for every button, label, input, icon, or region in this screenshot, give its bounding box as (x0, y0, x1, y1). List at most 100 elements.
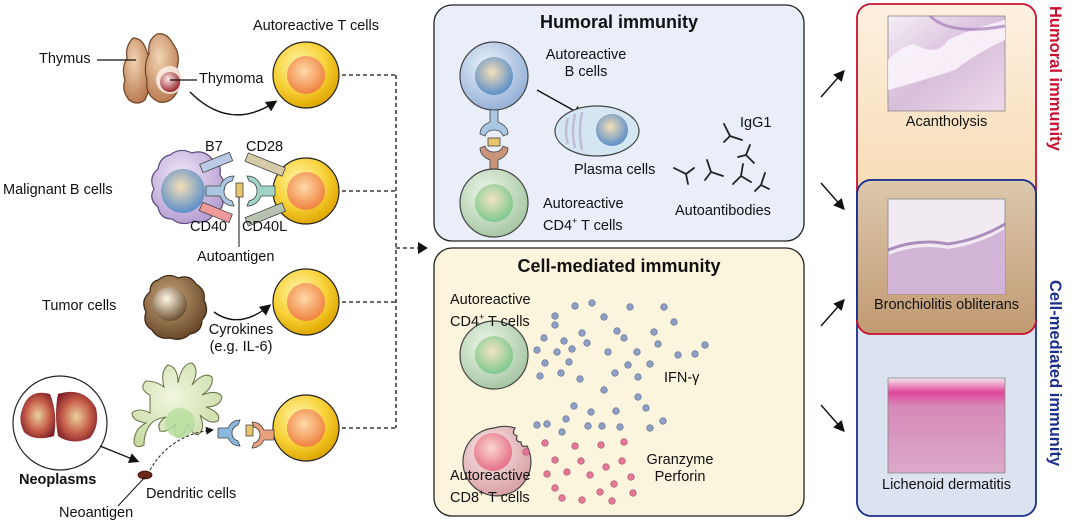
cd28-label: CD28 (246, 139, 284, 155)
b-cells-line1: Autoreactive (545, 47, 627, 63)
ifn-dot (620, 334, 628, 342)
autoreactive-b-cells-label: Autoreactive B cells (536, 47, 636, 81)
dc-tcr-complex (217, 419, 275, 449)
ifn-dot (634, 373, 642, 381)
cd40l-label: CD40L (242, 219, 288, 235)
ifn-gamma-dots (533, 299, 709, 436)
acantholysis-label: Acantholysis (905, 114, 988, 130)
ifn-dot (616, 423, 624, 431)
granzyme-perforin-label: Granzyme Perforin (640, 452, 720, 486)
dashed-connectors (342, 74, 420, 429)
bcr-tcr-complex (479, 109, 509, 173)
t-cell-3 (272, 268, 340, 336)
cd4-sup: + (479, 312, 485, 322)
t-cell-4 (272, 394, 340, 462)
cd4-cellular-line1: Autoreactive (450, 292, 531, 308)
b7-cd28-receptors (199, 151, 286, 177)
ifn-dot (646, 360, 654, 368)
autoreactive-cd4-humoral-label: Autoreactive CD4+ T cells (543, 196, 624, 235)
ifn-dot (654, 340, 662, 348)
ifn-dot (553, 348, 561, 356)
dendritic-cells-label: Dendritic cells (146, 486, 237, 502)
ifn-dot (551, 321, 559, 329)
cd8-sup: + (479, 488, 485, 498)
perforin-text: Perforin (654, 469, 706, 485)
thymoma-arrow (189, 91, 278, 116)
b7-label: B7 (205, 139, 223, 155)
ifn-dot (598, 422, 606, 430)
cd8-line1: Autoreactive (450, 468, 531, 484)
ifn-dot (583, 339, 591, 347)
granzyme-dot (597, 441, 605, 449)
granzyme-dot (577, 457, 585, 465)
autoreactive-t-cells-label: Autoreactive T cells (253, 18, 379, 34)
granzyme-dot (627, 473, 635, 481)
ifn-dot (533, 421, 541, 429)
ifn-dot (613, 327, 621, 335)
cd8-t-cells-text: T cells (484, 489, 530, 506)
granzyme-dot (543, 470, 551, 478)
autoreactive-cd4-cellular-label: Autoreactive CD4+ T cells (450, 292, 531, 331)
granzyme-dot (629, 489, 637, 497)
ifn-dot (587, 408, 595, 416)
granzyme-dot (558, 494, 566, 502)
cd4-cellular-line2: CD4+ T cells (450, 309, 531, 331)
ifn-dot (646, 424, 654, 432)
cd4-humoral-line2: CD4+ T cells (543, 213, 624, 235)
neoplasm-arrow (99, 445, 140, 463)
cd4-sup: + (572, 216, 578, 226)
granzyme-dot (610, 480, 618, 488)
cd4-text: CD4 (450, 313, 480, 330)
granzyme-dot (551, 456, 559, 464)
granzyme-dot (602, 463, 610, 471)
cd8-line2: CD8+ T cells (450, 485, 531, 507)
granzyme-perforin-dots (522, 438, 637, 505)
ifn-dot (578, 329, 586, 337)
ifn-dot (604, 348, 612, 356)
ifn-dot (611, 369, 619, 377)
ifn-dot (543, 420, 551, 428)
ifn-dot (568, 345, 576, 353)
autoreactive-cd8-label: Autoreactive CD8+ T cells (450, 468, 531, 507)
cd4-t-cells-text: T cells (484, 313, 530, 330)
cytokines-line1: Cyrokines (208, 322, 274, 338)
granzyme-dot (551, 484, 559, 492)
cytokine-arrow (213, 304, 272, 321)
ifn-dot (624, 361, 632, 369)
ifn-dot (551, 312, 559, 320)
ifn-dot (634, 393, 642, 401)
plasma-cell (554, 105, 640, 157)
t-cell-1 (272, 41, 340, 109)
ifn-dot (659, 417, 667, 425)
granzyme-dot (620, 438, 628, 446)
ifn-dot (660, 303, 668, 311)
tumor-cells-label: Tumor cells (42, 298, 117, 314)
ifn-dot (633, 348, 641, 356)
granzyme-text: Granzyme (646, 452, 714, 468)
cell-mediated-box-title: Cell-mediated immunity (517, 256, 721, 276)
ifn-dot (560, 337, 568, 345)
humoral-box-title: Humoral immunity (539, 12, 699, 32)
granzyme-dot (608, 497, 616, 505)
plasma-cells-label: Plasma cells (574, 162, 656, 178)
thymoma-label: Thymoma (199, 71, 264, 87)
antibody-glyphs (673, 123, 770, 192)
cytokines-label: Cyrokines (e.g. IL-6) (204, 322, 278, 356)
ifn-dot (691, 350, 699, 358)
ifn-dot (540, 334, 548, 342)
ifn-dot (600, 313, 608, 321)
ifn-dot (674, 351, 682, 359)
cd8-text: CD8 (450, 489, 480, 506)
b-cells-line2: B cells (564, 64, 608, 80)
outcome-arrows (820, 69, 845, 433)
ifn-dot (650, 328, 658, 336)
thymus-illustration (122, 33, 184, 104)
cytokines-line2: (e.g. IL-6) (209, 339, 273, 355)
merge-arrowhead (418, 242, 428, 254)
bronchiolitis-histology (887, 198, 1006, 295)
autoreactive-cd8-t-cell (462, 425, 532, 497)
neoantigen-leader-line (117, 476, 146, 507)
cd40-cd40l-receptors (198, 201, 286, 227)
antigen-path-arrow (149, 426, 214, 471)
ifn-dot (701, 341, 709, 349)
